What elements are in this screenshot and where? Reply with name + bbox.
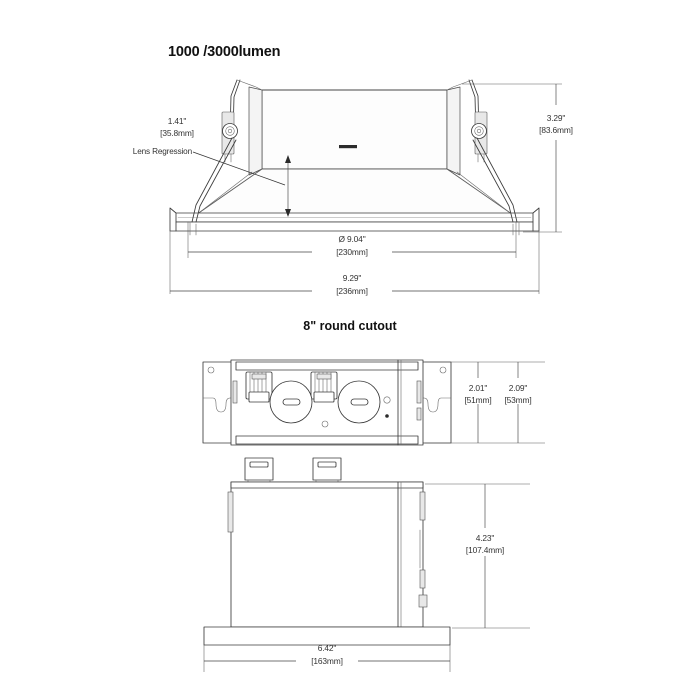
lens-regression-leader <box>192 151 286 186</box>
jbox-right-edge-tab <box>416 380 422 404</box>
housing-height-metric: [83.6mm] <box>539 125 573 135</box>
jbox-knockout-1 <box>269 380 313 424</box>
jbox-depth-b-metric: [53mm] <box>504 395 531 405</box>
spring-clip-left <box>189 79 263 236</box>
jbox-bracket-right-keyhole-notch <box>416 397 452 413</box>
page-title: 1000 /3000lumen <box>168 44 280 60</box>
jbox-front-right-strip-1 <box>419 491 426 521</box>
lens-regression-dimension <box>192 151 291 217</box>
jbox-bracket-left-hole <box>207 366 215 374</box>
jbox-knockout-2 <box>337 380 381 424</box>
aperture-diameter-dimension <box>187 222 517 258</box>
jbox-connector-2-top <box>316 373 332 380</box>
jbox-right-edge-tab2 <box>416 407 422 421</box>
spring-clip-left-foot <box>189 221 197 236</box>
spring-clip-left-top-link <box>236 79 263 91</box>
jbox-height-metric: [107.4mm] <box>466 545 504 555</box>
jbox-connector-1-top <box>251 373 267 380</box>
aperture-diameter-metric: [230mm] <box>336 247 368 257</box>
junction-box-top-view: 2.01" [51mm] 2.09" [53mm] <box>202 359 545 446</box>
trim-outer-dimension <box>169 231 540 294</box>
cutout-caption: 8" round cutout <box>303 319 397 333</box>
jbox-top-lip <box>235 361 419 371</box>
lens-regression-imperial: 1.41" <box>168 116 187 126</box>
jbox-connector-2 <box>310 371 338 403</box>
spring-clip-left-coil-inner <box>225 126 235 136</box>
spring-clip-left-lower-arm <box>191 137 233 223</box>
jbox-connector-1 <box>245 371 273 403</box>
trim-outer-metric: [236mm] <box>336 286 368 296</box>
housing-left-upper-face <box>248 86 263 176</box>
jbox-front-body <box>230 481 424 628</box>
spring-clip-left-coil-center <box>227 128 233 134</box>
aperture-diameter-imperial: Ø 9.04" <box>338 234 365 244</box>
jbox-small-hole-2 <box>385 414 389 418</box>
jbox-width-dimension <box>203 645 451 672</box>
cone-inner-left <box>199 171 253 213</box>
jbox-bracket-right-hole <box>439 366 447 374</box>
spring-clip-right-coil-inner <box>474 126 484 136</box>
jbox-body-top <box>230 359 424 446</box>
spring-clip-right <box>446 79 520 236</box>
jbox-knockout-1-slot <box>282 398 301 406</box>
lens-regression-metric: [35.8mm] <box>160 128 194 138</box>
spring-clip-right-lower-arm-b <box>472 139 514 223</box>
housing-height-dimension <box>462 83 562 233</box>
jbox-small-hole-3 <box>321 420 329 428</box>
jbox-connector-1-ribs <box>249 371 267 400</box>
lens-regression-note: Lens Regression <box>133 147 193 156</box>
jbox-height-dimension <box>425 483 530 629</box>
jbox-front-tab-1-slot <box>249 461 269 468</box>
junction-box-front-view: 4.23" [107.4mm] 6.42" [163mm] <box>203 457 530 672</box>
jbox-knockout-2-slot <box>350 398 369 406</box>
jbox-depth-dimensions <box>425 361 545 444</box>
spring-clip-left-lower-arm-b <box>195 139 237 223</box>
trim-flange-lower-band <box>175 221 534 232</box>
jbox-width-metric: [163mm] <box>311 656 343 666</box>
jbox-bottom-lip <box>235 435 419 445</box>
jbox-connector-2-base <box>313 391 335 403</box>
jbox-depth-b-imperial: 2.09" <box>509 383 528 393</box>
spring-clip-right-top-link <box>446 79 473 91</box>
spring-clip-right-foot <box>512 221 520 236</box>
jbox-front-tab-2-slot <box>317 461 337 468</box>
housing-label-mark <box>339 145 357 149</box>
trim-outer-imperial: 9.29" <box>343 273 362 283</box>
spring-clip-right-coil-center <box>476 128 482 134</box>
jbox-front-left-strip <box>227 491 234 533</box>
jbox-small-hole-1 <box>383 396 391 404</box>
jbox-front-top-lip <box>230 481 424 489</box>
jbox-depth-a-metric: [51mm] <box>464 395 491 405</box>
jbox-front-right-strip-3 <box>418 594 428 608</box>
jbox-front-tab-1-body <box>244 457 274 481</box>
lens-regression-arrow-top <box>285 155 291 163</box>
housing-height-imperial: 3.29" <box>547 113 566 123</box>
housing-right-upper-face <box>446 86 461 176</box>
spring-clip-right-lower-arm <box>476 137 518 223</box>
housing-back-panel <box>261 89 448 170</box>
jbox-left-edge-tab <box>232 380 238 404</box>
lens-regression-arrow-bottom <box>285 209 291 217</box>
jbox-width-imperial: 6.42" <box>318 643 337 653</box>
jbox-height-imperial: 4.23" <box>476 533 495 543</box>
jbox-bracket-left-keyhole-notch <box>202 397 238 413</box>
jbox-front-right-strip-2 <box>419 569 426 589</box>
jbox-connector-1-base <box>248 391 270 403</box>
spring-clip-right-coil-outer <box>471 123 487 139</box>
jbox-front-tab-1 <box>244 457 274 487</box>
jbox-connector-2-ribs <box>314 371 332 400</box>
jbox-front-tab-2-body <box>312 457 342 481</box>
trim-flange-right-return <box>532 207 540 232</box>
jbox-depth-a-imperial: 2.01" <box>469 383 488 393</box>
cone-inner-right <box>456 171 510 213</box>
housing-isometric-view: 1.41" [35.8mm] Lens Regression 3.29" [83… <box>133 79 573 296</box>
spring-clip-left-coil-outer <box>222 123 238 139</box>
trim-flange-left-return <box>169 207 177 232</box>
